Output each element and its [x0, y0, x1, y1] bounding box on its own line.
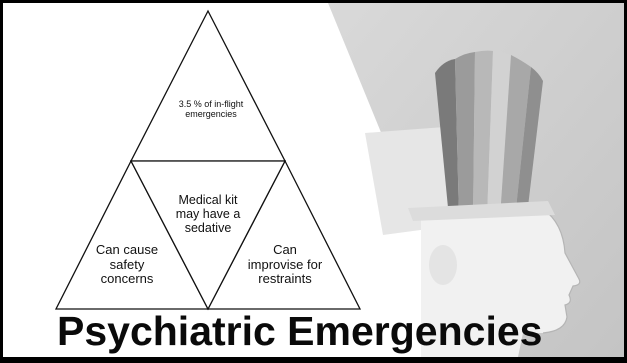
- slide: 3.5 % of in-flight emergencies Medical k…: [3, 3, 624, 357]
- triangle-left-text: Can cause safety concerns: [85, 243, 169, 287]
- triangle-right-text: Can improvise for restraints: [244, 243, 326, 287]
- triangle-top-text: 3.5 % of in-flight emergencies: [161, 99, 261, 119]
- triangle-diagram: [3, 3, 624, 357]
- slide-title: Psychiatric Emergencies: [57, 308, 624, 355]
- triangle-top: [131, 11, 285, 161]
- triangle-middle-text: Medical kit may have a sedative: [171, 194, 245, 235]
